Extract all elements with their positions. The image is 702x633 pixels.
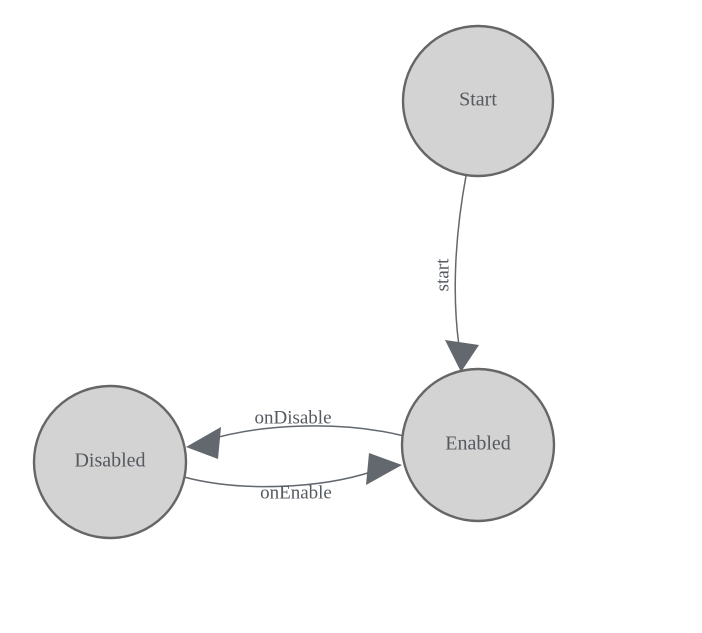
state-node-disabled-circle xyxy=(32,384,188,540)
edge-start-to-enabled-path xyxy=(454,175,467,347)
edge-label-start: start xyxy=(432,258,453,291)
state-node-disabled-label: Disabled xyxy=(74,450,145,472)
edge-label-on-disable: onDisable xyxy=(254,407,331,428)
edge-start-to-enabled[interactable]: start xyxy=(432,175,479,372)
state-node-start-circle xyxy=(401,24,555,178)
edge-start-to-enabled-arrowhead xyxy=(445,340,479,372)
state-node-enabled-label: Enabled xyxy=(445,433,511,455)
state-node-start[interactable]: Start xyxy=(401,24,555,178)
edge-disabled-to-enabled[interactable]: onEnable xyxy=(183,453,402,503)
edge-label-on-enable: onEnable xyxy=(260,482,332,503)
state-node-start-label: Start xyxy=(459,89,497,111)
edge-enabled-to-disabled[interactable]: onDisable xyxy=(186,407,405,459)
edge-disabled-to-enabled-arrowhead xyxy=(366,453,402,485)
state-node-enabled-circle xyxy=(400,367,556,523)
edge-enabled-to-disabled-arrowhead xyxy=(186,427,221,459)
edge-disabled-to-enabled-path xyxy=(183,470,375,488)
edge-enabled-to-disabled-path xyxy=(204,425,405,442)
state-node-disabled[interactable]: Disabled xyxy=(32,384,188,540)
state-node-enabled[interactable]: Enabled xyxy=(400,367,556,523)
